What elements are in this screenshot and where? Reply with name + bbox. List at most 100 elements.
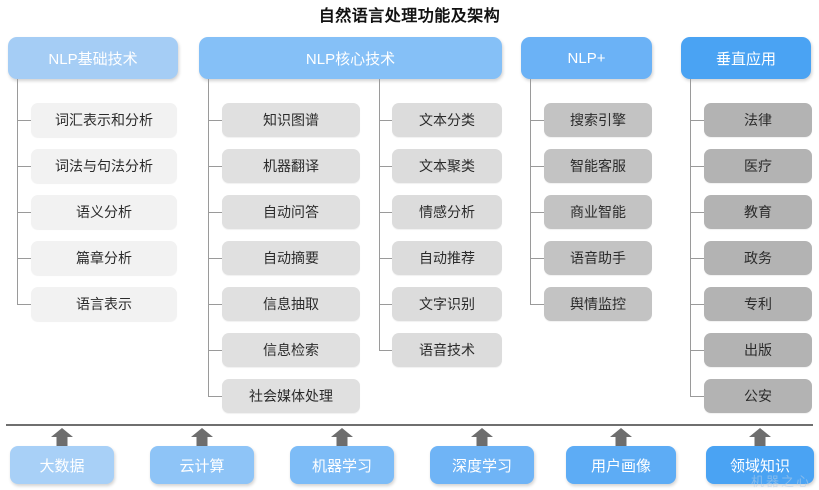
item-label: 搜索引擎 — [570, 112, 626, 128]
header-vertical-apps[interactable]: 垂直应用 — [681, 37, 811, 79]
tree-branch-vertical-apps-2 — [690, 212, 704, 213]
item-nlp-core-left-6[interactable]: 社会媒体处理 — [222, 379, 360, 413]
item-nlp-core-right-0[interactable]: 文本分类 — [392, 103, 502, 137]
tree-branch-nlp-core-right-2 — [379, 212, 392, 213]
item-nlp-core-left-4[interactable]: 信息抽取 — [222, 287, 360, 321]
item-label: 词法与句法分析 — [55, 158, 153, 174]
item-nlp-core-right-4[interactable]: 文字识别 — [392, 287, 502, 321]
watermark: 机器之心 — [750, 474, 811, 489]
item-vertical-apps-0[interactable]: 法律 — [704, 103, 812, 137]
item-nlp-core-right-3[interactable]: 自动推荐 — [392, 241, 502, 275]
item-label: 情感分析 — [419, 204, 475, 220]
item-nlp-plus-4[interactable]: 舆情监控 — [544, 287, 652, 321]
tree-branch-nlp-core-left-4 — [208, 304, 222, 305]
item-label: 自动推荐 — [419, 250, 475, 266]
up-arrow-icon-5 — [748, 428, 772, 446]
item-nlp-core-left-2[interactable]: 自动问答 — [222, 195, 360, 229]
tree-branch-nlp-basic-3 — [17, 258, 31, 259]
item-nlp-basic-1[interactable]: 词法与句法分析 — [31, 149, 177, 183]
item-nlp-basic-3[interactable]: 篇章分析 — [31, 241, 177, 275]
item-label: 智能客服 — [570, 158, 626, 174]
item-nlp-basic-2[interactable]: 语义分析 — [31, 195, 177, 229]
item-nlp-core-right-1[interactable]: 文本聚类 — [392, 149, 502, 183]
up-arrow-icon-3 — [470, 428, 494, 446]
item-label: 文本分类 — [419, 112, 475, 128]
item-vertical-apps-3[interactable]: 政务 — [704, 241, 812, 275]
tree-branch-nlp-plus-4 — [530, 304, 544, 305]
item-label: 知识图谱 — [263, 112, 319, 128]
foundation-box-5[interactable]: 领域知识 — [706, 446, 814, 484]
item-label: 商业智能 — [570, 204, 626, 220]
item-nlp-plus-3[interactable]: 语音助手 — [544, 241, 652, 275]
item-vertical-apps-2[interactable]: 教育 — [704, 195, 812, 229]
up-arrow-icon-2 — [330, 428, 354, 446]
item-nlp-core-left-0[interactable]: 知识图谱 — [222, 103, 360, 137]
tree-branch-nlp-plus-2 — [530, 212, 544, 213]
header-nlp-basic[interactable]: NLP基础技术 — [8, 37, 178, 79]
foundation-box-0[interactable]: 大数据 — [10, 446, 114, 484]
item-nlp-basic-4[interactable]: 语言表示 — [31, 287, 177, 321]
header-nlp-plus-label: NLP+ — [567, 49, 606, 67]
item-vertical-apps-5[interactable]: 出版 — [704, 333, 812, 367]
item-label: 社会媒体处理 — [249, 388, 333, 404]
tree-branch-nlp-core-right-4 — [379, 304, 392, 305]
foundation-divider — [6, 424, 813, 426]
tree-branch-vertical-apps-6 — [690, 396, 704, 397]
item-label: 自动问答 — [263, 204, 319, 220]
tree-spine-nlp-core-left — [208, 79, 209, 396]
tree-branch-vertical-apps-4 — [690, 304, 704, 305]
item-vertical-apps-6[interactable]: 公安 — [704, 379, 812, 413]
tree-branch-nlp-plus-3 — [530, 258, 544, 259]
foundation-box-3[interactable]: 深度学习 — [430, 446, 534, 484]
item-label: 语音技术 — [419, 342, 475, 358]
tree-branch-nlp-core-right-5 — [379, 350, 392, 351]
item-nlp-plus-0[interactable]: 搜索引擎 — [544, 103, 652, 137]
item-nlp-core-left-1[interactable]: 机器翻译 — [222, 149, 360, 183]
tree-branch-nlp-basic-0 — [17, 120, 31, 121]
item-label: 政务 — [744, 250, 772, 266]
header-nlp-basic-label: NLP基础技术 — [48, 50, 138, 68]
header-nlp-core-label: NLP核心技术 — [305, 50, 396, 68]
item-vertical-apps-4[interactable]: 专利 — [704, 287, 812, 321]
item-label: 文本聚类 — [419, 158, 475, 174]
tree-branch-nlp-core-left-5 — [208, 350, 222, 351]
tree-branch-nlp-core-right-0 — [379, 120, 392, 121]
header-nlp-core[interactable]: NLP核心技术 — [199, 37, 502, 79]
page-title: 自然语言处理功能及架构 — [318, 8, 501, 25]
foundation-box-2[interactable]: 机器学习 — [290, 446, 394, 484]
tree-branch-nlp-basic-4 — [17, 304, 31, 305]
item-label: 语音助手 — [570, 250, 626, 266]
item-label: 篇章分析 — [76, 250, 132, 266]
item-nlp-plus-2[interactable]: 商业智能 — [544, 195, 652, 229]
tree-spine-nlp-basic — [17, 79, 18, 304]
tree-branch-vertical-apps-3 — [690, 258, 704, 259]
tree-branch-nlp-core-left-2 — [208, 212, 222, 213]
item-nlp-basic-0[interactable]: 词汇表示和分析 — [31, 103, 177, 137]
item-nlp-core-left-3[interactable]: 自动摘要 — [222, 241, 360, 275]
tree-branch-vertical-apps-1 — [690, 166, 704, 167]
tree-branch-nlp-plus-1 — [530, 166, 544, 167]
item-label: 舆情监控 — [570, 296, 626, 312]
item-label: 语义分析 — [76, 204, 132, 220]
foundation-box-4[interactable]: 用户画像 — [566, 446, 676, 484]
header-nlp-plus[interactable]: NLP+ — [521, 37, 652, 79]
tree-spine-nlp-plus — [530, 79, 531, 304]
item-nlp-core-right-5[interactable]: 语音技术 — [392, 333, 502, 367]
item-vertical-apps-1[interactable]: 医疗 — [704, 149, 812, 183]
item-label: 机器翻译 — [263, 158, 319, 174]
item-label: 公安 — [744, 388, 772, 404]
item-label: 信息抽取 — [263, 296, 319, 312]
item-label: 自动摘要 — [263, 250, 319, 266]
foundation-label: 领域知识 — [729, 457, 790, 475]
tree-spine-nlp-core-right — [379, 79, 380, 350]
foundation-label: 用户画像 — [590, 457, 651, 475]
item-label: 信息检索 — [263, 342, 319, 358]
tree-branch-nlp-basic-2 — [17, 212, 31, 213]
item-label: 语言表示 — [76, 296, 132, 312]
tree-branch-nlp-core-left-3 — [208, 258, 222, 259]
foundation-box-1[interactable]: 云计算 — [150, 446, 254, 484]
item-nlp-core-right-2[interactable]: 情感分析 — [392, 195, 502, 229]
item-nlp-core-left-5[interactable]: 信息检索 — [222, 333, 360, 367]
tree-branch-nlp-basic-1 — [17, 166, 31, 167]
item-nlp-plus-1[interactable]: 智能客服 — [544, 149, 652, 183]
